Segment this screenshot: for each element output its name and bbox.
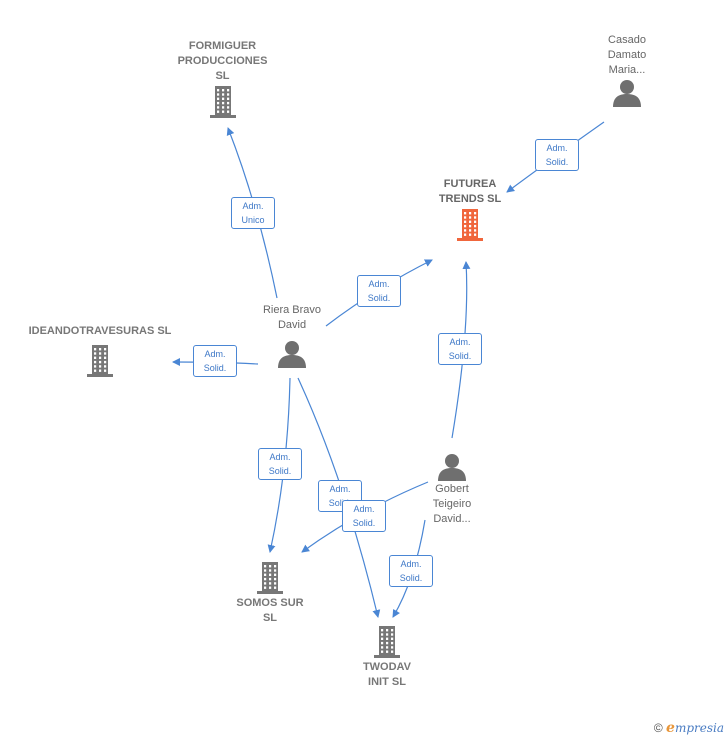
brand-logo-e: e <box>666 720 675 736</box>
brand-logo: © empresia <box>654 720 724 736</box>
person-icon <box>613 80 641 107</box>
node-ideando[interactable]: IDEANDOTRAVESURAS SL <box>20 324 180 379</box>
node-label: FORMIGUER PRODUCCIONES SL <box>177 40 268 82</box>
edge-label-gobert-twodav: Adm.Solid. <box>389 555 433 587</box>
edge-label-riera-ideando: Adm.Solid. <box>193 345 237 377</box>
person-icon <box>438 454 466 481</box>
brand-logo-text: mpresia <box>674 721 724 735</box>
node-somos[interactable]: SOMOS SUR SL <box>225 560 315 626</box>
node-formiguer[interactable]: FORMIGUER PRODUCCIONES SL <box>170 39 275 120</box>
building-icon <box>457 209 483 241</box>
person-icon <box>278 341 306 368</box>
edge-label-gobert-somos: Adm.Solid. <box>342 500 386 532</box>
building-icon <box>374 626 400 658</box>
building-icon <box>87 345 113 377</box>
node-label: FUTUREA TRENDS SL <box>438 178 502 205</box>
edge-label-riera-formiguer: Adm.Unico <box>231 197 275 229</box>
edge-label-riera-somos: Adm.Solid. <box>258 448 302 480</box>
building-icon <box>209 86 236 118</box>
node-twodav[interactable]: TWODAV INIT SL <box>342 624 432 690</box>
node-label: SOMOS SUR SL <box>236 597 304 624</box>
node-casado[interactable]: Casado Damato Maria... <box>595 33 659 108</box>
node-label: TWODAV INIT SL <box>362 661 412 688</box>
node-label: Gobert Teigeiro David... <box>432 483 472 525</box>
edge-label-gobert-futurea: Adm.Solid. <box>438 333 482 365</box>
node-futurea[interactable]: FUTUREA TRENDS SL <box>425 177 515 243</box>
building-icon <box>257 562 283 594</box>
edge-label-riera-futurea: Adm.Solid. <box>357 275 401 307</box>
node-riera[interactable]: Riera Bravo David <box>250 303 334 369</box>
node-gobert[interactable]: Gobert Teigeiro David... <box>418 452 486 527</box>
node-label: Casado Damato Maria... <box>607 34 647 76</box>
edge-label-casado-futurea: Adm.Solid. <box>535 139 579 171</box>
node-label: IDEANDOTRAVESURAS SL <box>28 325 172 337</box>
node-label: Riera Bravo David <box>262 304 322 331</box>
copyright-symbol: © <box>653 721 663 735</box>
